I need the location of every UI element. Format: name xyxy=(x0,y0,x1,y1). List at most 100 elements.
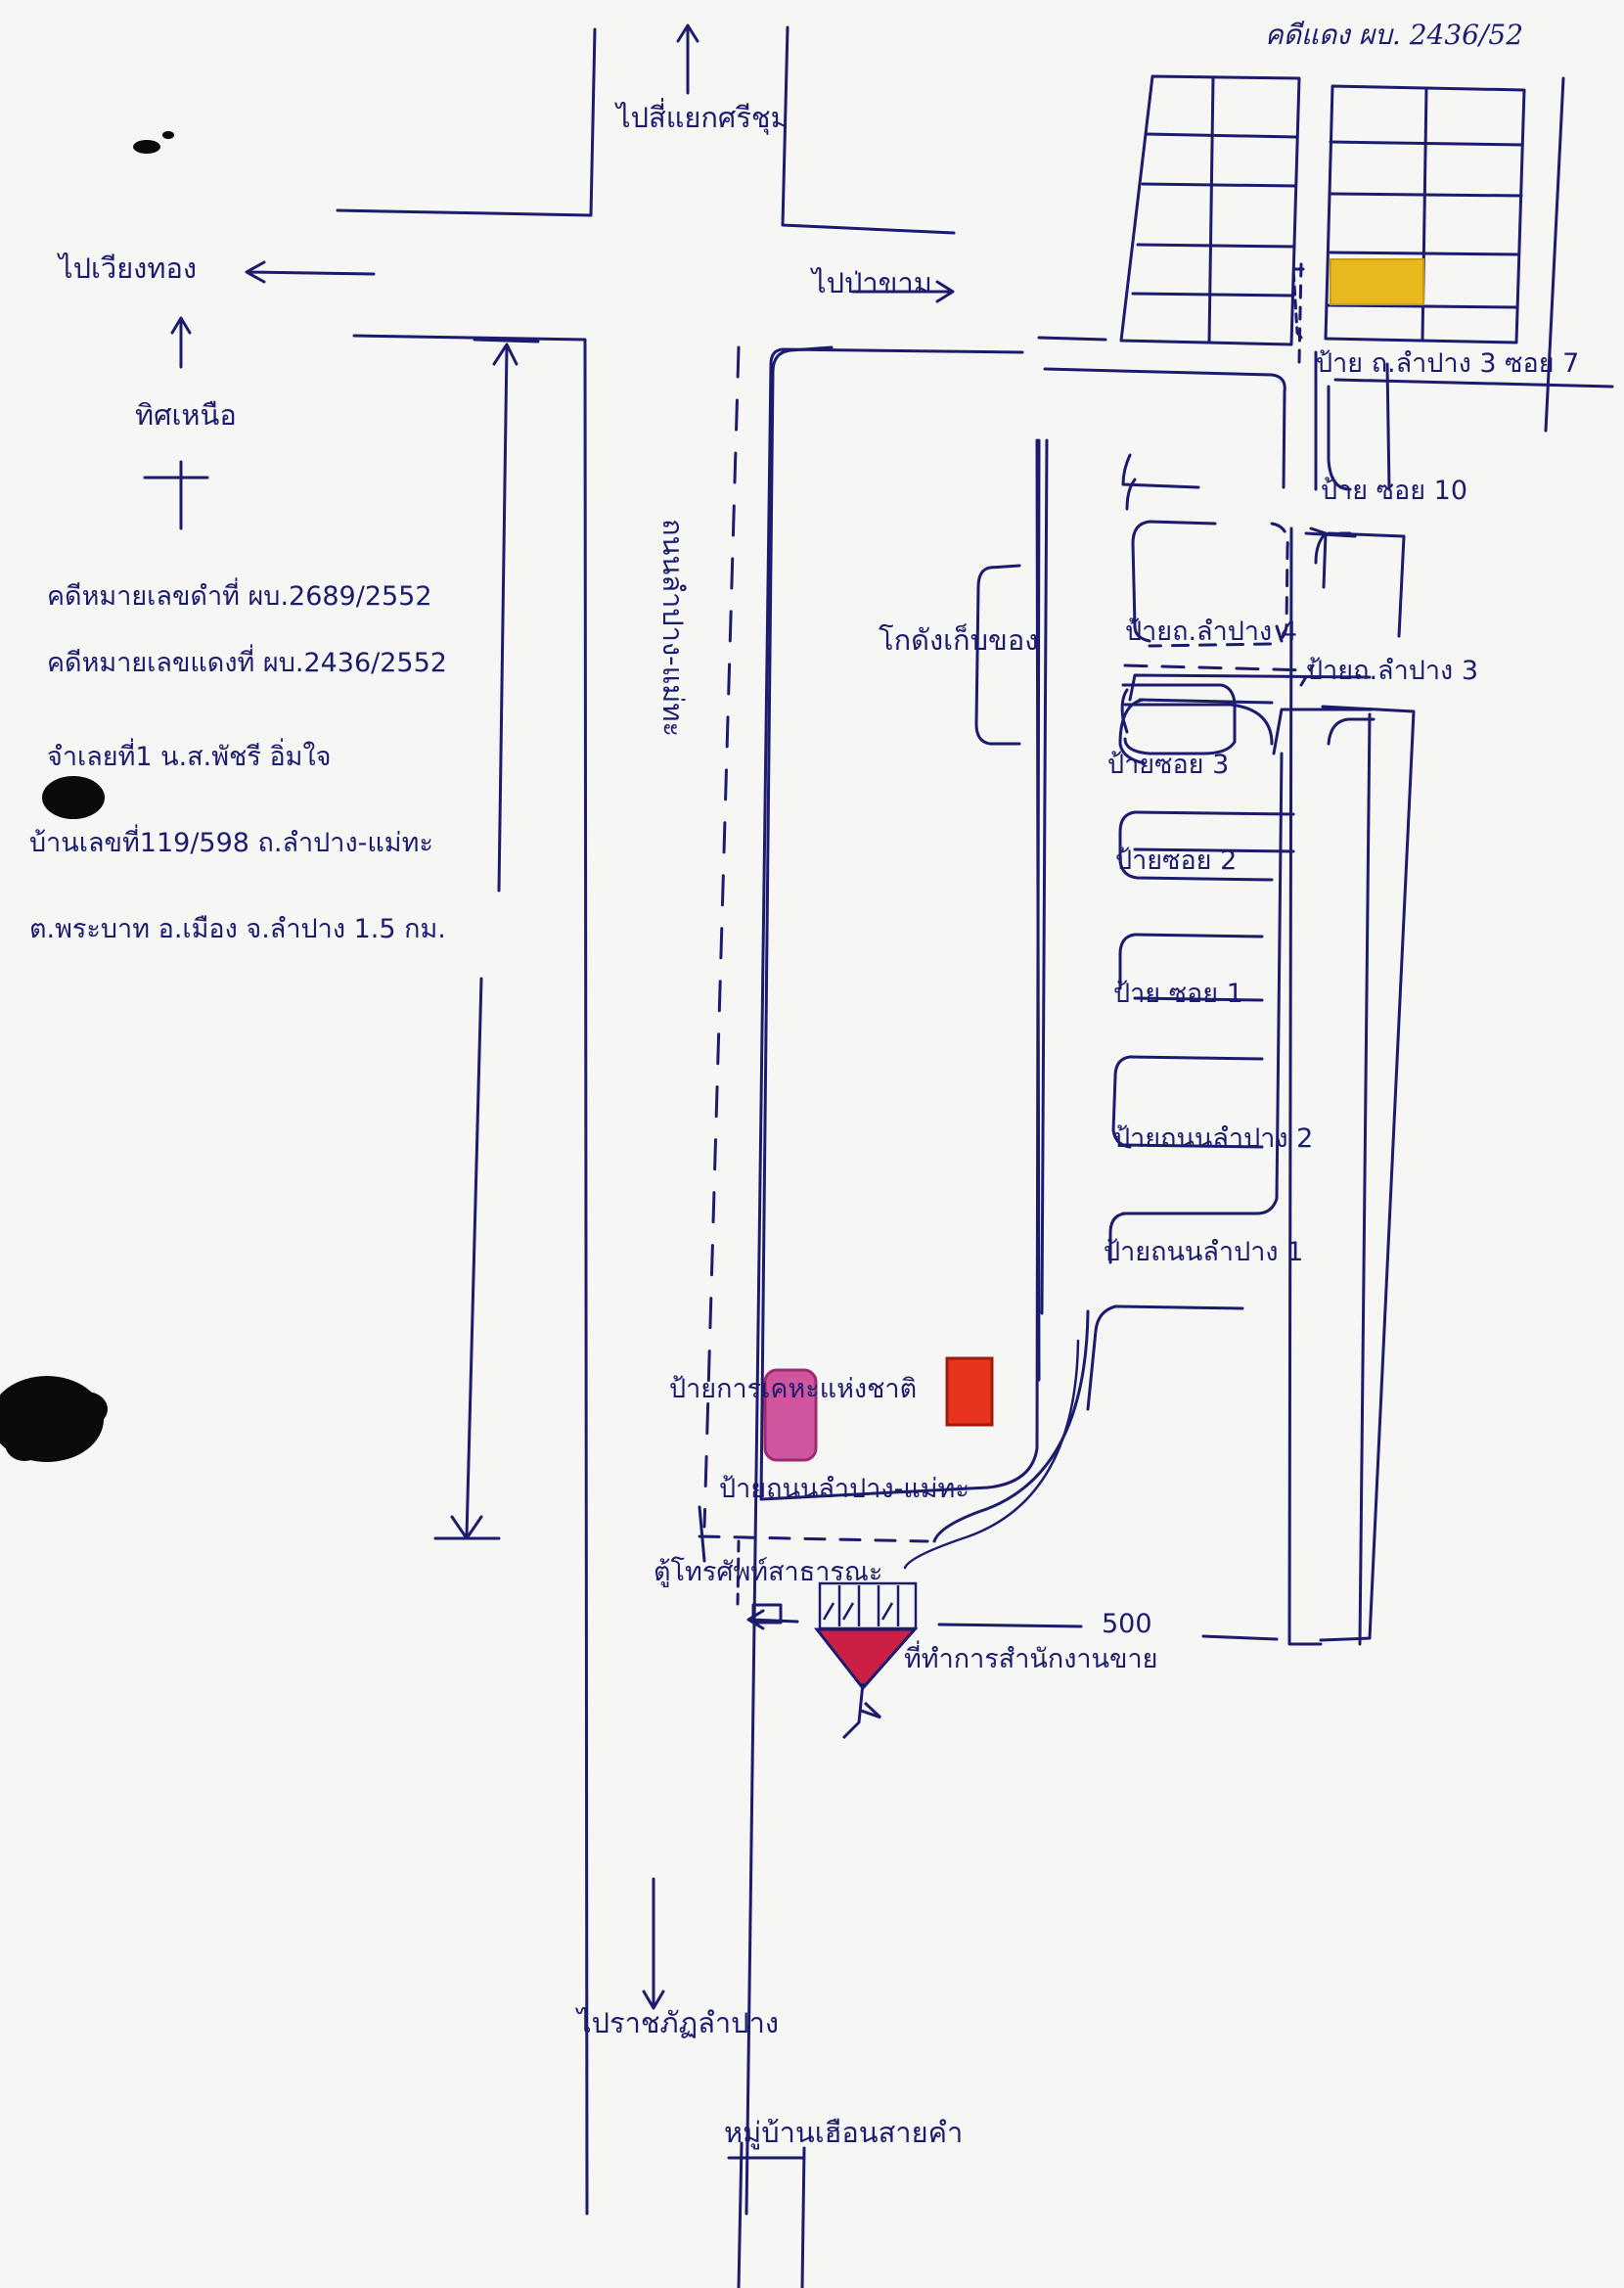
lane xyxy=(1327,717,1376,746)
soi-block xyxy=(1131,520,1217,643)
north-arrow xyxy=(170,316,192,369)
distance-label: 500 xyxy=(1102,1609,1152,1639)
soi-block xyxy=(1121,752,1284,1215)
street xyxy=(1118,810,1274,882)
lane xyxy=(1297,262,1303,364)
housing-sign-label: ป้ายการเคหะแห่งชาติ xyxy=(669,1374,918,1404)
road-edge xyxy=(1035,438,1041,1382)
street xyxy=(1108,1212,1127,1264)
street xyxy=(1086,1304,1117,1411)
road-edge xyxy=(759,345,1041,1501)
street xyxy=(1133,996,1264,1002)
road-edge xyxy=(744,347,1024,2216)
soi-block xyxy=(1148,522,1289,648)
road-sign-mark xyxy=(945,1356,994,1427)
street xyxy=(1111,1055,1132,1149)
sign-rd3-label: ป้ายถ.ลำปาง 3 xyxy=(1306,656,1479,686)
road-dash xyxy=(698,1534,929,1543)
black-case-number: คดีหมายเลขดำที่ ผบ.2689/2552 xyxy=(47,581,432,612)
road-edge xyxy=(1287,526,1323,1646)
grid-line xyxy=(1131,132,1298,297)
road-edge xyxy=(1037,336,1107,342)
street xyxy=(1121,1143,1264,1149)
lane xyxy=(1319,705,1416,1642)
sign-rd1-label: ป้ายถนนลำปาง 1 xyxy=(1104,1237,1304,1267)
north-label: ทิศเหนือ xyxy=(135,398,237,432)
sign-rd4-label: ป้ายถ.ลำปาง 4 xyxy=(1125,617,1298,647)
soi-block xyxy=(1123,737,1237,755)
lane xyxy=(1385,362,1391,491)
office-marker xyxy=(813,1627,919,1691)
warehouse-label: โกดังเก็บของ xyxy=(879,623,1039,657)
tick xyxy=(1275,624,1284,643)
street xyxy=(1118,933,1137,990)
warehouse-outline xyxy=(974,564,1021,746)
grid-block xyxy=(1324,84,1526,344)
soi-block xyxy=(1121,683,1237,744)
office-lead xyxy=(1201,1634,1279,1641)
lane xyxy=(1327,385,1352,491)
arrow-up xyxy=(676,23,699,95)
sign-soi10-label: ป้าย ซอย 10 xyxy=(1321,476,1468,506)
main-road-sign-label: ป้ายถนนลำปาง-แม่ทะ xyxy=(719,1474,970,1504)
street xyxy=(1133,847,1295,853)
sign-rd3-soi7-label: ป้าย ถ.ลำปาง 3 ซอย 7 xyxy=(1316,348,1580,379)
grid-line xyxy=(1207,76,1215,344)
sign-soi3-label: ป้ายซอย 3 xyxy=(1107,750,1230,780)
punch-hole xyxy=(33,839,94,1515)
soi-block xyxy=(1272,708,1374,755)
lane xyxy=(1333,378,1614,389)
office-lead xyxy=(937,1623,1083,1628)
road-edge xyxy=(698,1505,706,1563)
defendant-name: จำเลยที่1 น.ส.พัชรี อิ่มใจ xyxy=(47,742,332,772)
road-edge xyxy=(781,25,956,235)
phone-booth-label: ตู้โทรศัพท์สาธารณะ xyxy=(654,1557,883,1587)
sign-rd2-label: ป้ายถนนลำปาง 2 xyxy=(1113,1123,1314,1154)
dimension-line xyxy=(492,343,519,892)
sales-office-label: ที่ทำการสำนักงานขาย xyxy=(904,1644,1158,1674)
sign-soi2-label: ป้ายซอย 2 xyxy=(1115,846,1238,876)
road-edge xyxy=(1043,367,1286,489)
road-curve xyxy=(903,1339,1080,1570)
red-case-number: คดีหมายเลขแดงที่ ผบ.2436/2552 xyxy=(47,648,447,678)
arrow-left xyxy=(245,260,376,284)
lane xyxy=(1327,531,1406,638)
street xyxy=(1113,1304,1244,1310)
street xyxy=(1138,698,1274,705)
village-label: หมู่บ้านเฮือนสายคำ xyxy=(724,2116,964,2149)
target-house xyxy=(1330,258,1424,305)
office-building xyxy=(818,1581,918,1630)
arrow-down xyxy=(642,1877,665,2010)
main-road-label: ถนนลำปาง-แม่ทะ xyxy=(656,519,690,738)
road-edge xyxy=(352,334,589,2216)
arrow-right xyxy=(851,280,955,303)
lane xyxy=(1299,664,1315,687)
north-cross xyxy=(143,460,209,530)
grid-edge xyxy=(1544,76,1565,433)
grid-line xyxy=(1327,140,1524,309)
sign-soi1-label: ป้าย ซอย 1 xyxy=(1113,979,1243,1009)
lane xyxy=(1314,531,1352,565)
ink-blot xyxy=(0,131,174,1462)
lane-divider xyxy=(702,345,741,1529)
case-note: คดีแดง ผบ. 2436/52 xyxy=(1265,19,1524,51)
dash xyxy=(736,1539,741,1607)
street xyxy=(1128,1055,1264,1061)
grid-block xyxy=(1119,74,1301,346)
road-edge xyxy=(336,27,597,217)
soi-block xyxy=(1123,703,1274,746)
defendant-address: บ้านเลขที่119/598 ถ.ลำปาง-แม่ทะ xyxy=(29,828,433,858)
housing-sign-mark xyxy=(763,1368,818,1462)
phone-arrow xyxy=(746,1609,799,1630)
dimension-tick xyxy=(433,338,540,1540)
soi-block xyxy=(1123,664,1313,672)
road-curve xyxy=(932,1309,1090,1543)
lane xyxy=(1358,712,1372,1646)
road-edge xyxy=(1121,453,1200,489)
street xyxy=(1133,933,1264,938)
direction-wiangthong: ไปเวียงทอง xyxy=(59,252,198,285)
direction-pakham: ไปป่าขาม xyxy=(812,266,932,299)
defendant-locality: ต.พระบาท อ.เมือง จ.ลำปาง 1.5 กม. xyxy=(29,914,446,944)
